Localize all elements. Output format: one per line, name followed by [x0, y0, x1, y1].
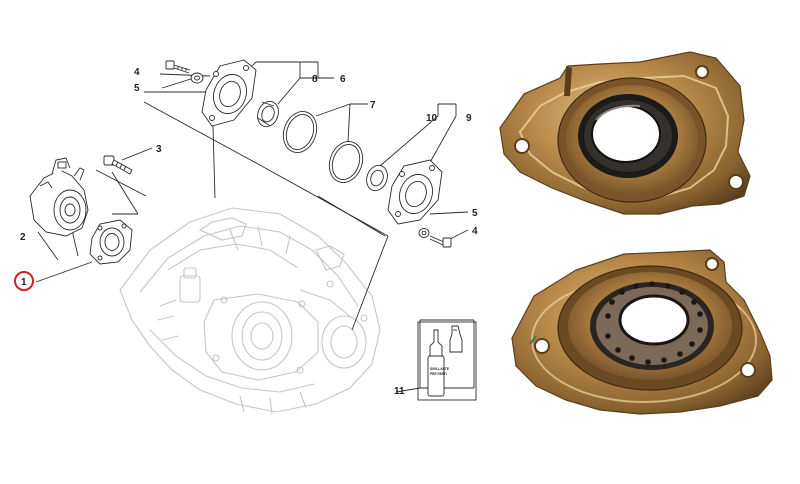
sealant-kit — [417, 321, 477, 401]
o-ring-top — [282, 111, 318, 153]
seal-flange-right — [387, 159, 443, 225]
gearbox-housing — [119, 207, 381, 415]
bottle-label-line2: PER PARTI — [430, 372, 447, 376]
o-ring-lower — [328, 141, 364, 183]
oil-seal-right — [366, 164, 388, 192]
oil-seal-top — [257, 100, 279, 128]
bolt-upper — [165, 60, 191, 74]
bearing-holes — [605, 281, 703, 365]
callout-9: 9 — [466, 113, 472, 124]
callout-5-lower: 5 — [472, 208, 478, 219]
bolt-lower — [429, 235, 452, 248]
clutch-slave-cylinder — [29, 157, 89, 237]
callout-7: 7 — [370, 100, 376, 111]
callout-1: 1 — [21, 277, 27, 288]
callout-11: 11 — [394, 386, 405, 397]
washer-lower — [418, 228, 430, 238]
washer-upper — [190, 72, 204, 84]
callout-4-top: 4 — [134, 67, 140, 78]
callout-6: 6 — [340, 74, 346, 85]
photo-flange-seal-top — [499, 51, 751, 215]
bearing-flange-small — [89, 219, 133, 265]
callout-8: 8 — [312, 74, 318, 85]
bleed-screw — [103, 155, 133, 175]
callout-5-top: 5 — [134, 83, 140, 94]
bottle-label-line1: SIGILLANTE — [430, 367, 449, 371]
callout-3: 3 — [156, 144, 162, 155]
callout-2: 2 — [20, 232, 26, 243]
callout-1-highlighted: 1 — [14, 271, 34, 291]
leader-lines — [35, 61, 475, 393]
callout-4-lower: 4 — [472, 226, 478, 237]
callout-numbers: 4 5 8 6 7 3 10 9 5 4 2 11 — [20, 67, 478, 397]
photo-flange-bearing-bottom — [511, 249, 773, 415]
callout-10: 10 — [426, 113, 438, 124]
seal-flange-top — [201, 59, 257, 127]
